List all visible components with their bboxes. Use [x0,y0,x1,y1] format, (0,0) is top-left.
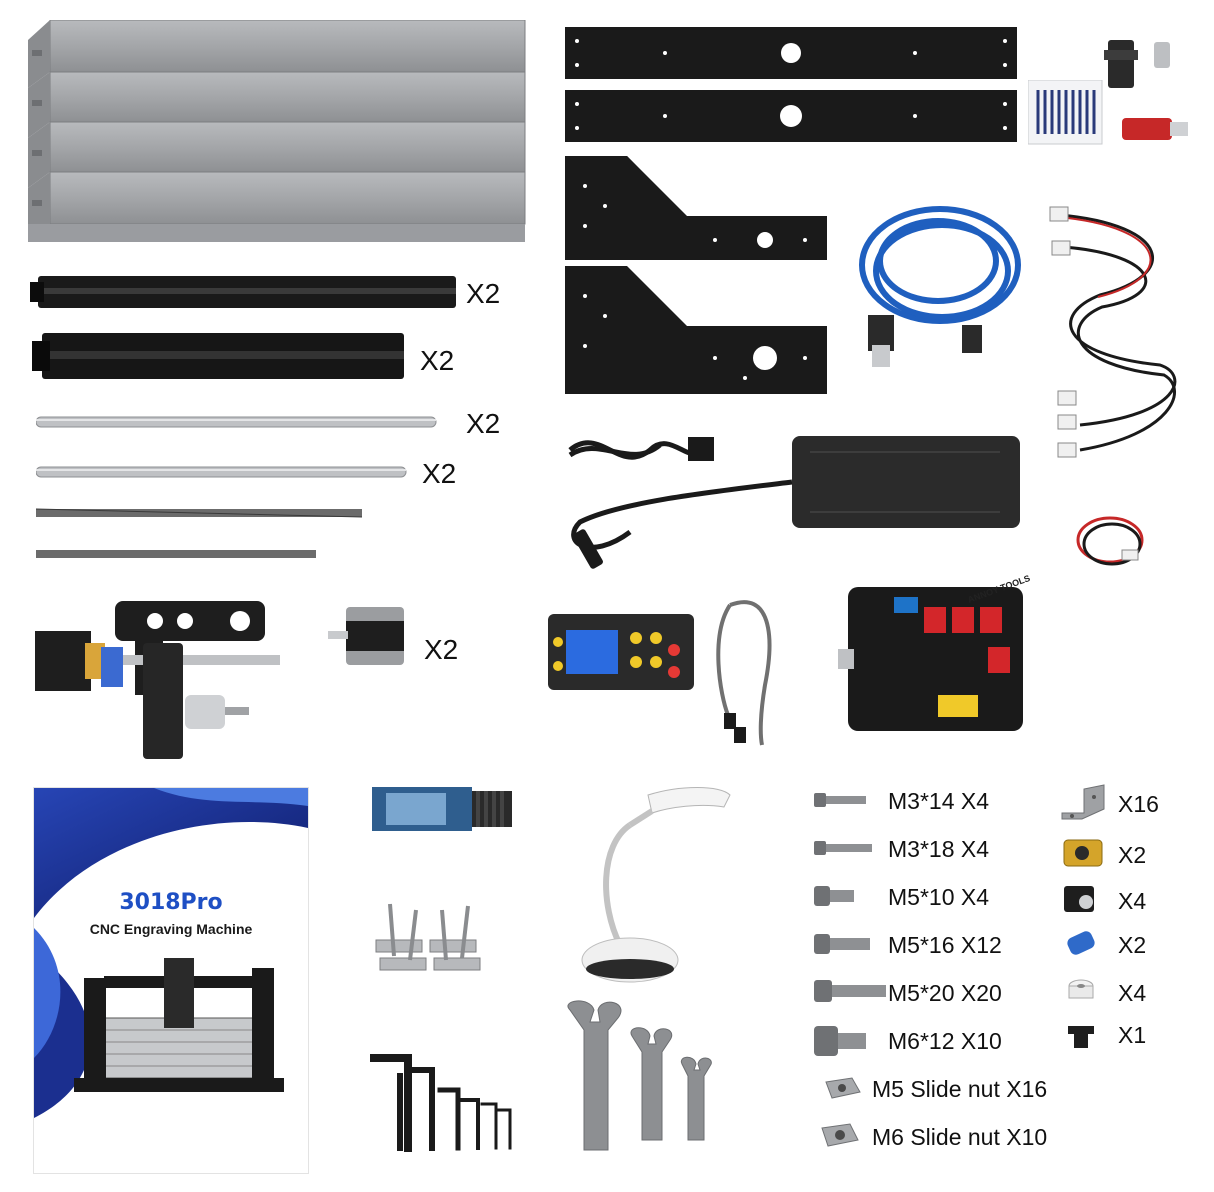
screw-m5x10 [814,884,856,908]
side-plate-1 [565,156,830,260]
black-extrusion-short-qty: X2 [420,345,455,376]
slide-nut-m6-label: M6 Slide nut X10 [872,1124,1048,1150]
manual-cover: 3018Pro CNC Engraving Machine [33,787,309,1174]
screw-m5x16 [814,932,872,956]
screw-m3x14-label: M3*14 X4 [888,788,990,814]
black-extrusion-short [32,325,412,385]
bearing-block [1062,882,1098,916]
screw-m5x20 [814,978,888,1004]
laser-module [372,785,522,835]
stepper-motor [328,603,408,673]
screw-m5x20-label: M5*20 X20 [888,980,1002,1006]
screw-m3x14 [814,790,868,810]
engraving-bits-box [1028,80,1104,146]
smooth-rod-short-qty: X2 [422,458,457,489]
smooth-rod-short [36,464,408,480]
black-extrusion-long-qty: X2 [466,278,501,309]
black-extrusion-long [30,272,460,312]
usb-flash-drive [1122,114,1192,144]
controller-cable [710,595,780,755]
controller-board [838,585,1028,733]
hex-key-set [370,1050,520,1155]
screw-m5x10-label: M5*10 X4 [888,884,990,910]
spacer [1066,976,1096,1006]
offline-controller [546,612,696,692]
lead-screw-short [36,549,318,559]
top-plate-2 [565,90,1020,144]
slide-nut-m5 [822,1074,862,1102]
power-cord [560,425,730,475]
shaft-coupler-qty: X2 [1118,932,1147,958]
slide-nut-m5-label: M5 Slide nut X16 [872,1076,1048,1102]
endstop-bracket [1064,1020,1098,1050]
spacer-qty: X4 [1118,980,1147,1006]
wrench-set [560,1000,725,1155]
endstop-bracket-qty: X1 [1118,1022,1147,1048]
screw-m5x16-label: M5*16 X12 [888,932,1002,958]
corner-bracket [1060,783,1106,821]
desk-lamp [570,785,735,985]
manual-subtitle: CNC Engraving Machine [89,921,253,937]
shaft-coupler [1066,928,1100,958]
lead-screw-nut-qty: X2 [1118,842,1147,868]
screw-m3x18 [814,838,874,858]
lead-screw-nut [1062,836,1106,870]
side-plate-2 [565,266,830,398]
limit-switch-cable [1072,510,1152,580]
slide-nut-m6 [818,1120,862,1150]
power-adapter [560,432,1025,592]
smooth-rod-long [36,414,438,430]
stepper-motor-cables [1040,195,1200,470]
smooth-rod-long-qty: X2 [466,408,501,439]
screw-m6x12 [814,1024,868,1058]
top-plate-1 [565,27,1020,81]
lead-screw-long [36,508,366,518]
usb-cable [850,195,1030,380]
aluminum-extrusions [28,20,528,245]
er11-collet-shaft [1104,36,1184,92]
manual-title: 3018Pro [119,890,223,915]
corner-bracket-qty: X16 [1118,791,1159,817]
screw-m3x18-label: M3*18 X4 [888,836,990,862]
spindle-assembly [35,595,280,765]
bearing-block-qty: X4 [1118,888,1147,914]
stepper-motor-qty: X2 [424,634,459,665]
screw-m6x12-label: M6*12 X10 [888,1028,1002,1054]
clamp-set [370,900,495,980]
